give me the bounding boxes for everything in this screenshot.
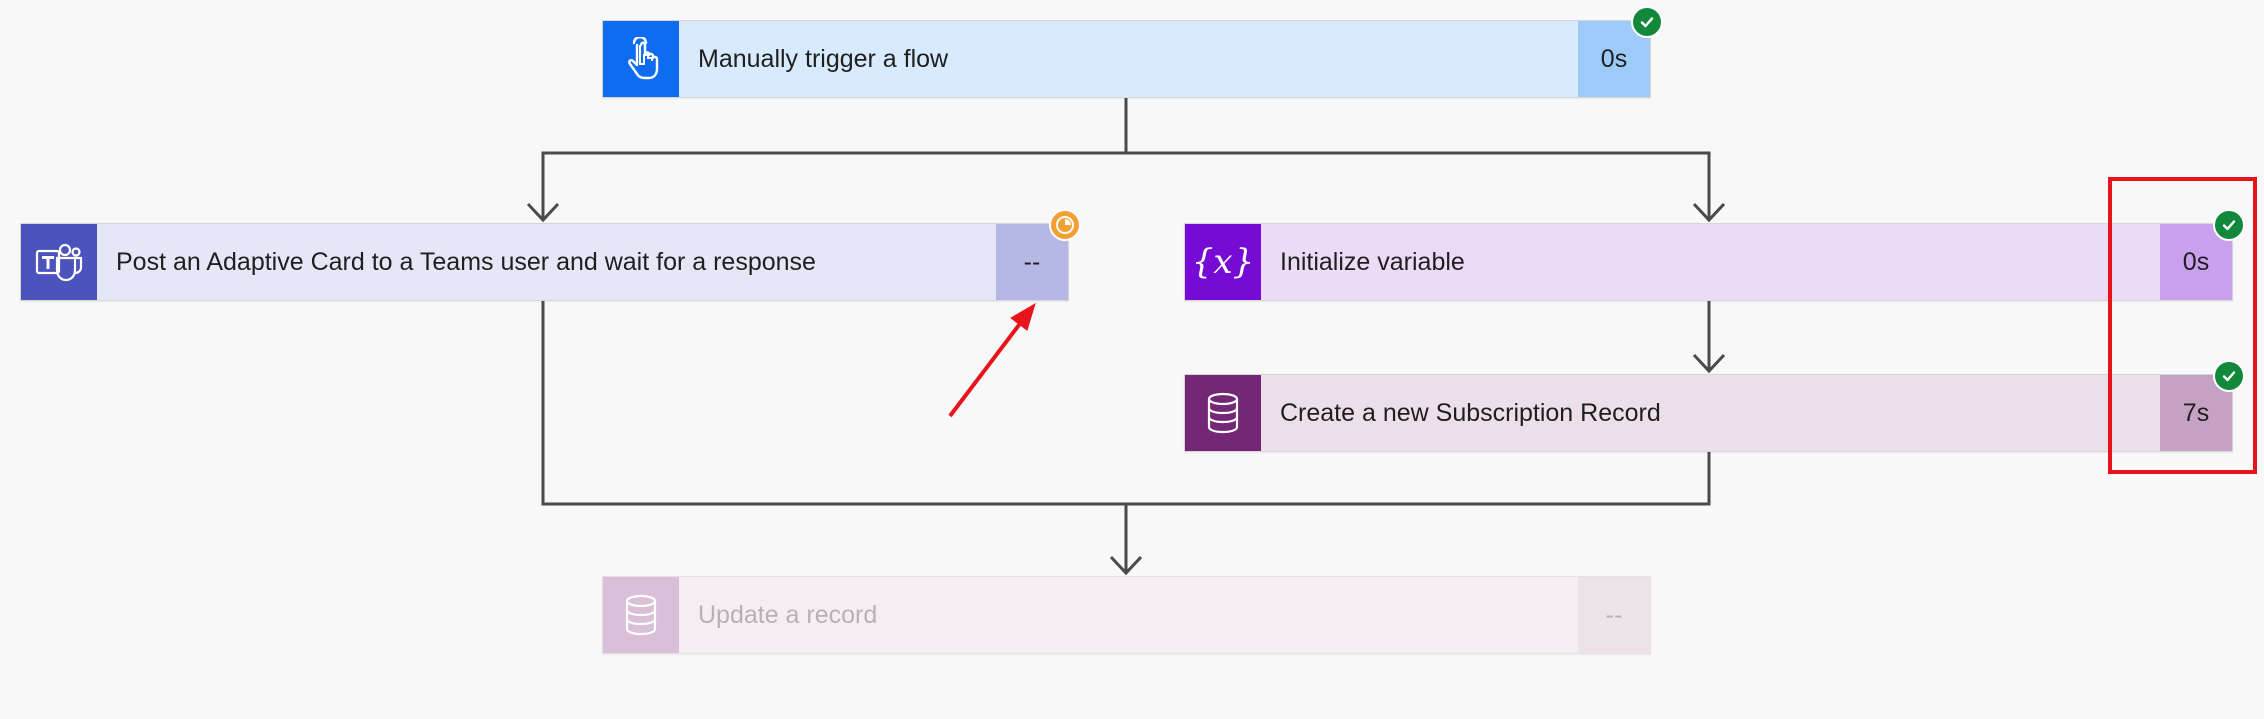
action-card-initialize-variable[interactable]: {x} Initialize variable 0s (1184, 223, 2233, 301)
connector-create-merge (1126, 452, 1711, 506)
connector-teams-merge (541, 301, 1128, 573)
action-title: Update a record (698, 600, 878, 629)
success-check-icon (1631, 6, 1663, 38)
dataverse-database-icon (603, 577, 679, 653)
action-title: Initialize variable (1280, 247, 1465, 276)
teams-icon (21, 224, 97, 300)
connector-trigger-right (1126, 151, 1711, 220)
svg-text:{x}: {x} (1196, 242, 1250, 282)
success-check-icon (2213, 360, 2245, 392)
connector-trigger-split (541, 98, 1128, 220)
arrowhead-teams (526, 202, 560, 223)
action-card-post-adaptive-card[interactable]: Post an Adaptive Card to a Teams user an… (20, 223, 1069, 301)
action-duration: -- (1578, 577, 1650, 653)
touch-hand-icon (603, 21, 679, 97)
action-title: Create a new Subscription Record (1280, 398, 1661, 427)
variable-icon: {x} (1185, 224, 1261, 300)
action-card-create-subscription-record[interactable]: Create a new Subscription Record 7s (1184, 374, 2233, 452)
arrowhead-update (1109, 555, 1143, 576)
action-title: Manually trigger a flow (698, 44, 949, 73)
annotation-highlight-box (2108, 177, 2257, 474)
dataverse-database-icon (1185, 375, 1261, 451)
action-title: Post an Adaptive Card to a Teams user an… (116, 247, 816, 276)
success-check-icon (2213, 209, 2245, 241)
arrowhead-init (1692, 202, 1726, 223)
arrowhead-create (1692, 353, 1726, 374)
running-clock-icon (1049, 209, 1081, 241)
action-duration: 0s (1578, 21, 1650, 97)
annotation-arrow (948, 302, 1036, 418)
action-card-update-record[interactable]: Update a record -- (602, 576, 1651, 654)
action-card-manual-trigger[interactable]: Manually trigger a flow 0s (602, 20, 1651, 98)
